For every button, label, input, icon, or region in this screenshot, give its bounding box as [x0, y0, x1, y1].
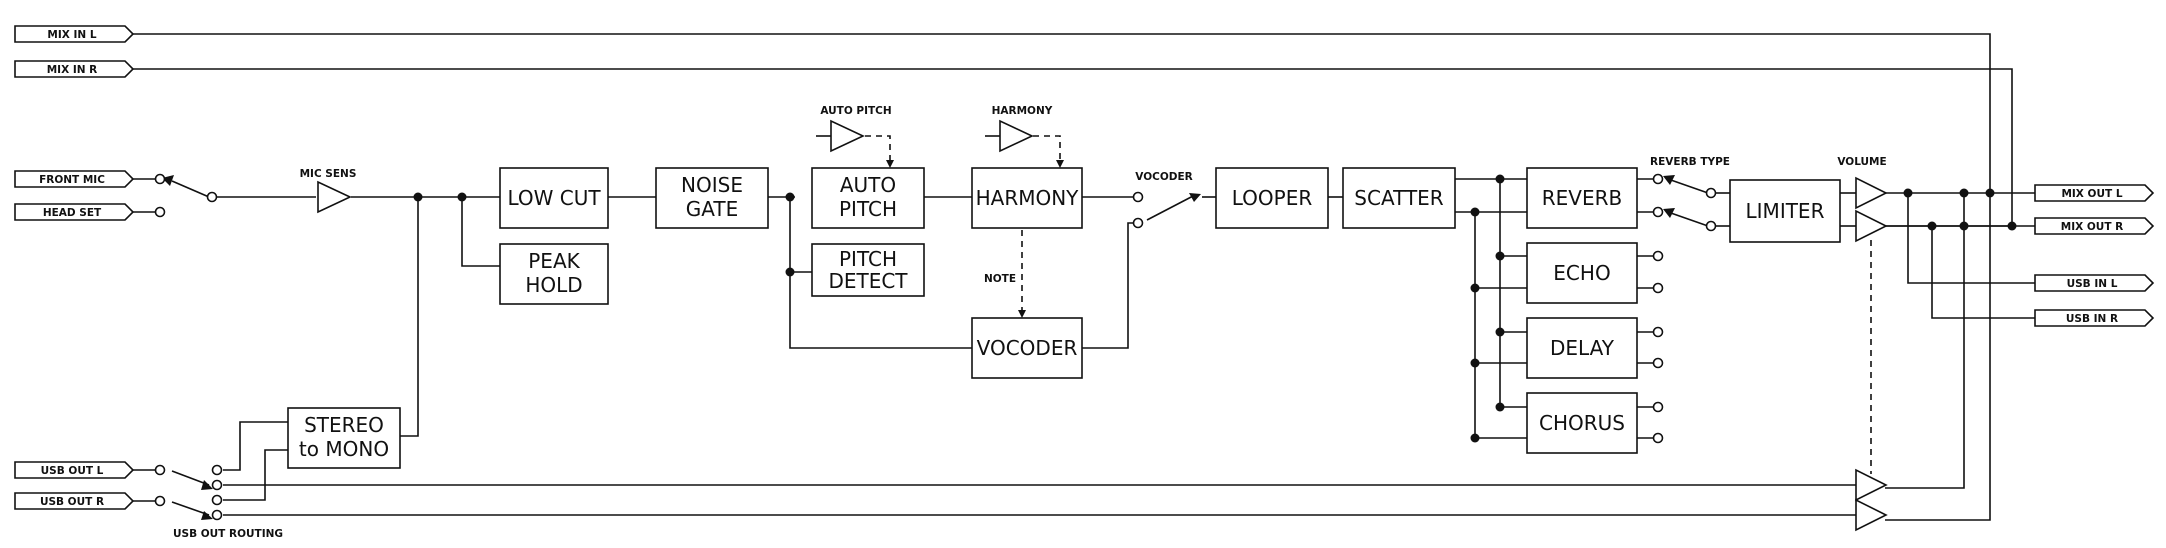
svg-text:ECHO: ECHO	[1553, 261, 1610, 285]
usb-in-r-tag: USB IN R	[2034, 309, 2155, 327]
usb-out-amp-l	[1855, 468, 1888, 502]
svg-text:DELAY: DELAY	[1550, 336, 1615, 360]
svg-text:MIX OUT L: MIX OUT L	[2061, 188, 2122, 200]
switch-terminals	[154, 173, 1717, 521]
svg-text:DETECT: DETECT	[828, 269, 908, 293]
auto-pitch-label: AUTO PITCH	[820, 105, 891, 117]
mix-out-r-tag: MIX OUT R	[2034, 217, 2155, 235]
mix-in-l-tag: MIX IN L	[14, 25, 135, 43]
vocoder-block: VOCODER	[971, 317, 1083, 379]
svg-text:HARMONY: HARMONY	[976, 186, 1080, 210]
svg-text:HEAD SET: HEAD SET	[43, 207, 102, 219]
svg-text:PITCH: PITCH	[839, 197, 897, 221]
harmony-block: HARMONY	[971, 167, 1083, 229]
svg-text:PITCH: PITCH	[839, 247, 897, 271]
stereo-to-mono-block: STEREO to MONO	[287, 407, 401, 469]
scatter-block: SCATTER	[1342, 167, 1456, 229]
front-mic-tag: FRONT MIC	[14, 170, 135, 188]
volume-amp-r	[1855, 209, 1888, 243]
noise-gate-block: NOISE GATE	[655, 167, 769, 229]
mic-sens-label: MIC SENS	[300, 168, 357, 180]
volume-label: VOLUME	[1837, 156, 1886, 168]
harmony-amp-icon	[985, 119, 1034, 153]
svg-text:MIX IN L: MIX IN L	[47, 29, 96, 41]
svg-text:AUTO: AUTO	[840, 173, 896, 197]
harmony-label: HARMONY	[992, 105, 1053, 117]
svg-text:LOW CUT: LOW CUT	[507, 186, 601, 210]
svg-text:VOCODER: VOCODER	[977, 336, 1078, 360]
svg-text:REVERB: REVERB	[1542, 186, 1622, 210]
usb-out-routing-label: USB OUT ROUTING	[173, 528, 283, 540]
chorus-block: CHORUS	[1526, 392, 1638, 454]
mix-out-l-tag: MIX OUT L	[2034, 184, 2155, 202]
svg-text:SCATTER: SCATTER	[1354, 186, 1444, 210]
delay-block: DELAY	[1526, 317, 1638, 379]
svg-text:LIMITER: LIMITER	[1746, 199, 1825, 223]
svg-text:GATE: GATE	[686, 197, 738, 221]
usb-out-l-tag: USB OUT L	[14, 461, 135, 479]
output-tags: MIX OUT L MIX OUT R USB IN L USB IN R	[2034, 184, 2155, 327]
auto-pitch-amp-icon	[816, 119, 865, 153]
limiter-block: LIMITER	[1729, 179, 1841, 243]
svg-text:USB IN R: USB IN R	[2066, 313, 2118, 325]
usb-out-r-tag: USB OUT R	[14, 492, 135, 510]
usb-in-l-tag: USB IN L	[2034, 274, 2155, 292]
svg-text:MIX OUT R: MIX OUT R	[2061, 221, 2123, 233]
pitch-detect-block: PITCH DETECT	[811, 243, 925, 297]
control-labels: MIC SENS AUTO PITCH HARMONY VOCODER NOTE…	[173, 105, 1887, 540]
head-set-tag: HEAD SET	[14, 203, 135, 221]
svg-text:USB OUT L: USB OUT L	[41, 465, 104, 477]
svg-text:HOLD: HOLD	[525, 273, 582, 297]
usb-routing-switch-arm-1	[171, 470, 210, 486]
usb-routing-switch-arm-2	[171, 501, 210, 516]
reverb-type-switch-arm-2	[1667, 211, 1709, 227]
svg-text:FRONT MIC: FRONT MIC	[39, 174, 105, 186]
usb-out-amp-r	[1855, 498, 1888, 532]
svg-text:USB OUT R: USB OUT R	[40, 496, 104, 508]
signal-wires	[133, 33, 2035, 521]
reverb-type-label: REVERB TYPE	[1650, 156, 1730, 168]
control-lines	[865, 135, 1872, 474]
mix-in-l-wire	[133, 33, 1991, 521]
mic-sens-amp	[317, 180, 352, 214]
looper-block: LOOPER	[1215, 167, 1329, 229]
junction-dots	[413, 174, 2017, 443]
svg-text:NOISE: NOISE	[681, 173, 743, 197]
mic-switch-arm	[171, 180, 210, 198]
amplifiers	[317, 119, 1888, 532]
echo-block: ECHO	[1526, 242, 1638, 304]
svg-text:STEREO: STEREO	[304, 413, 384, 437]
note-label: NOTE	[984, 273, 1016, 285]
svg-text:MIX IN R: MIX IN R	[47, 64, 98, 76]
svg-text:CHORUS: CHORUS	[1539, 411, 1625, 435]
svg-text:USB IN L: USB IN L	[2067, 278, 2118, 290]
vocoder-label: VOCODER	[1135, 171, 1192, 183]
arrowheads	[162, 160, 1675, 520]
auto-pitch-block: AUTO PITCH	[811, 167, 925, 229]
svg-text:to MONO: to MONO	[299, 437, 389, 461]
low-cut-block: LOW CUT	[499, 167, 609, 229]
vocoder-switch-arm	[1146, 194, 1196, 221]
svg-text:LOOPER: LOOPER	[1232, 186, 1313, 210]
volume-amp-l	[1855, 176, 1888, 210]
peak-hold-block: PEAK HOLD	[499, 243, 609, 305]
reverb-type-switch-arm-1	[1667, 178, 1709, 194]
input-tags: MIX IN L MIX IN R FRONT MIC HEAD SET USB…	[14, 25, 135, 510]
mix-in-r-tag: MIX IN R	[14, 60, 135, 78]
reverb-block: REVERB	[1526, 167, 1638, 229]
svg-text:PEAK: PEAK	[528, 249, 580, 273]
